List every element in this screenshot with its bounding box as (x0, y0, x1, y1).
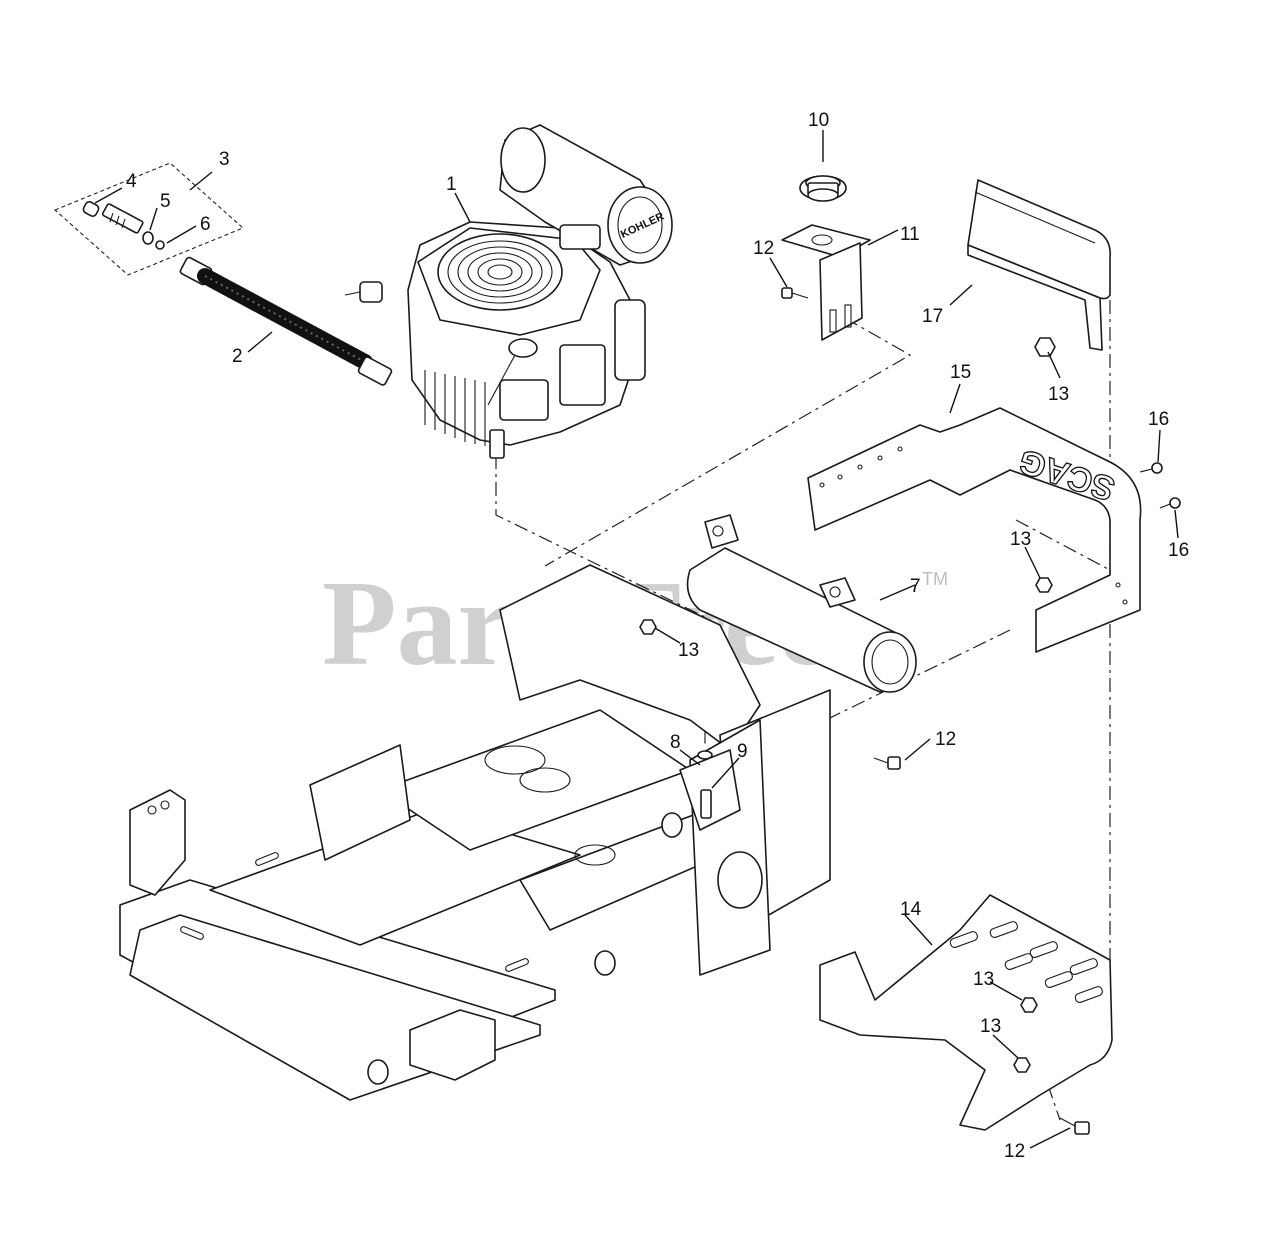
callout-7: 7 (910, 576, 921, 597)
callout-13-b: 13 (678, 640, 699, 661)
part-12-bolt-bottom[interactable] (1059, 1117, 1090, 1135)
part-1-engine[interactable] (344, 221, 646, 459)
hardware (639, 287, 1181, 1135)
heat-shield-holes (819, 446, 1128, 605)
callout-3: 3 (219, 149, 230, 170)
callouts: 1 2 3 4 5 6 7 8 9 10 11 12 12 12 13 13 1… (126, 110, 1189, 1162)
engine-fan-grille (437, 233, 563, 311)
part-2-drain-hose[interactable] (179, 256, 393, 386)
watermark-tm: TM (922, 569, 948, 589)
callout-8: 8 (670, 732, 681, 753)
part-16-screw-a[interactable] (1139, 462, 1163, 474)
callout-16-b: 16 (1168, 540, 1189, 561)
leader-lines (94, 130, 1179, 1149)
callout-6: 6 (200, 214, 211, 235)
part-13-nut-b[interactable] (639, 619, 657, 635)
callout-13-d: 13 (973, 969, 994, 990)
callout-15: 15 (950, 362, 971, 383)
fitting-kit-group (53, 162, 245, 276)
part-fitting-body[interactable] (101, 203, 144, 234)
callout-13-c: 13 (1010, 529, 1031, 550)
callout-13-e: 13 (980, 1016, 1001, 1037)
callout-11: 11 (900, 224, 920, 245)
mower-frame[interactable] (119, 564, 831, 1101)
callout-5: 5 (160, 191, 171, 212)
callout-14: 14 (900, 899, 922, 920)
callout-10: 10 (808, 110, 829, 131)
part-10-cap[interactable] (799, 175, 847, 202)
callout-12-mid: 12 (935, 729, 956, 750)
callout-13-a: 13 (1048, 384, 1069, 405)
part-14-plate[interactable] (819, 894, 1113, 1131)
part-4-cap[interactable] (82, 200, 100, 217)
part-16-screw-b[interactable] (1159, 497, 1181, 509)
part-12-bolt-top[interactable] (781, 287, 809, 299)
callout-16-a: 16 (1148, 409, 1169, 430)
plate-slots (949, 921, 1103, 1003)
part-17-heat-shield-plate[interactable] (967, 179, 1112, 351)
callout-4: 4 (126, 171, 137, 192)
part-5-oring[interactable] (142, 231, 154, 245)
part-11-bracket[interactable] (781, 224, 871, 341)
engine-cooling-fins (424, 370, 486, 446)
part-8-washer[interactable] (697, 750, 713, 760)
part-9-bolt[interactable] (700, 789, 712, 819)
callout-12-bottom: 12 (1004, 1141, 1025, 1162)
part-13-nut-c[interactable] (1035, 577, 1053, 593)
engine-air-cleaner: KOHLER (499, 124, 673, 266)
callout-17: 17 (922, 306, 943, 327)
part-13-nut-d[interactable] (1020, 997, 1038, 1013)
callout-12-top: 12 (753, 238, 774, 259)
part-12-bolt-mid[interactable] (873, 756, 901, 770)
part-6-fitting[interactable] (155, 240, 165, 250)
part-13-nut-e[interactable] (1013, 1057, 1031, 1073)
part-13-nut-a[interactable] (1034, 337, 1056, 357)
engine-spark-plug (344, 281, 383, 303)
frame-rollers (367, 812, 683, 1085)
callout-1: 1 (446, 174, 457, 195)
callout-9: 9 (737, 741, 748, 762)
part-7-muffler[interactable] (686, 514, 917, 693)
callout-2: 2 (232, 346, 243, 367)
